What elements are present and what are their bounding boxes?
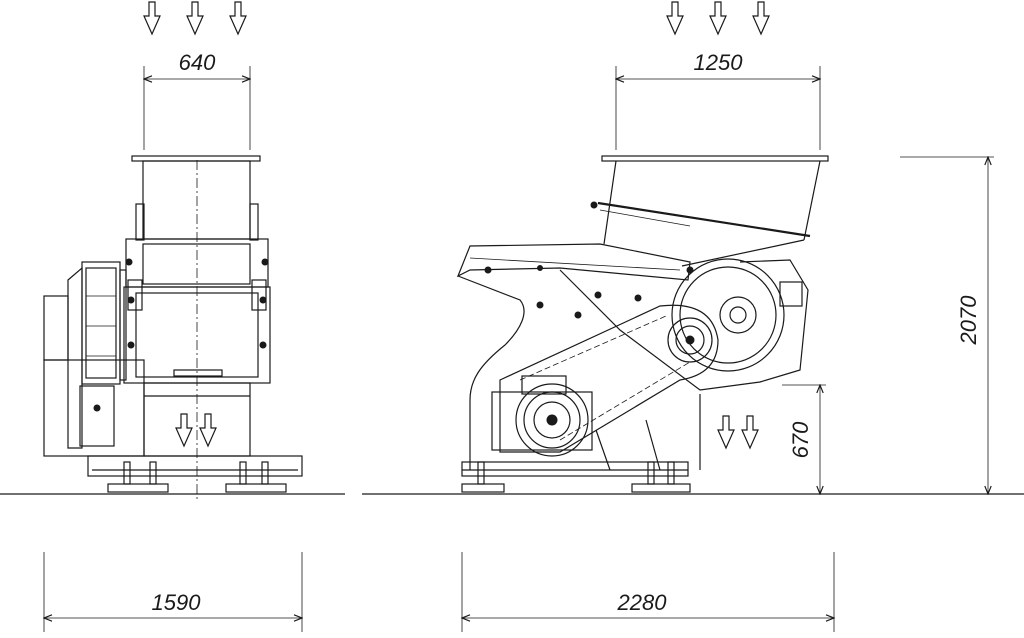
rotor-housing bbox=[671, 258, 785, 372]
side-bolts bbox=[536, 201, 694, 319]
front-inlet-width-label: 640 bbox=[179, 50, 216, 75]
front-feet bbox=[107, 461, 287, 493]
overall-height-label: 2070 bbox=[956, 295, 981, 346]
front-overall-width-label: 1590 bbox=[152, 590, 202, 615]
side-view: 1250 bbox=[456, 1, 994, 632]
side-outlet-flow-arrows bbox=[717, 415, 759, 449]
front-inlet-flow-arrows bbox=[143, 1, 247, 35]
front-view: 640 bbox=[44, 1, 302, 632]
motor bbox=[515, 383, 589, 457]
front-housing-bolts bbox=[125, 258, 269, 349]
side-inlet-flow-arrows bbox=[666, 1, 770, 35]
outlet-height-label: 670 bbox=[788, 421, 813, 458]
front-outlet-flow-arrows bbox=[175, 413, 217, 447]
side-inlet-width-label: 1250 bbox=[694, 50, 744, 75]
belt-guard bbox=[499, 304, 719, 453]
side-feet bbox=[461, 461, 691, 493]
drive-pulley bbox=[667, 317, 713, 363]
side-overall-length-label: 2280 bbox=[617, 590, 668, 615]
